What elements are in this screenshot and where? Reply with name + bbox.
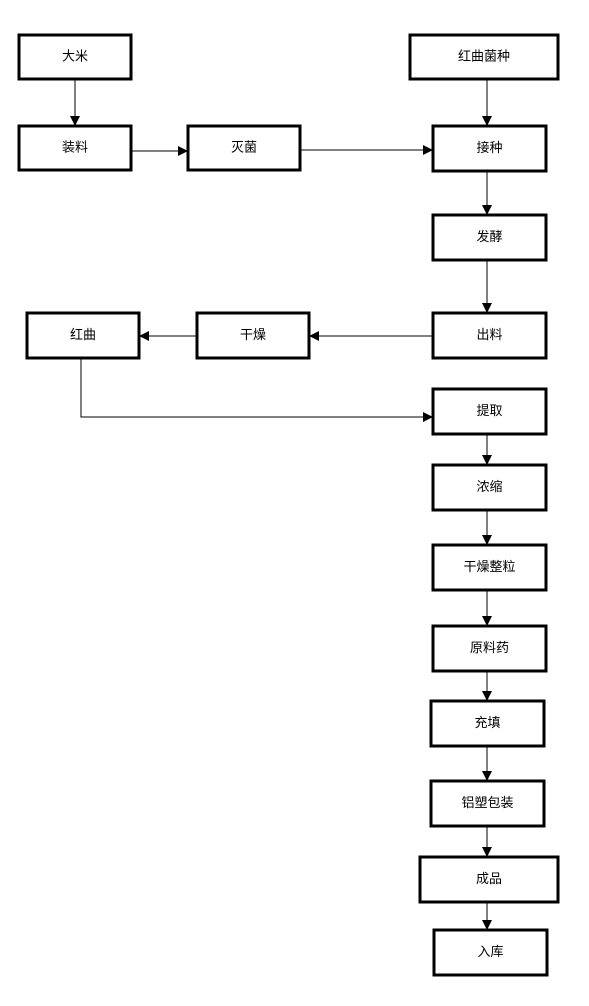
node-label-concentrate: 浓缩 [476, 479, 502, 495]
node-box-fill [429, 699, 546, 748]
node-concentrate: 浓缩 [431, 463, 548, 512]
node-label-product: 成品 [476, 872, 502, 887]
node-label-extract: 提取 [476, 403, 502, 419]
node-box-dry [195, 311, 311, 360]
node-rice: 大米 [17, 33, 133, 81]
node-box-extract [431, 387, 548, 436]
node-label-load: 装料 [62, 141, 88, 156]
node-label-strain: 红曲菌种 [458, 49, 510, 65]
node-ferment: 发酵 [431, 213, 548, 262]
node-box-load [17, 124, 133, 172]
node-dry-granulate: 干燥整粒 [431, 543, 548, 592]
node-box-sterilize [186, 124, 302, 172]
node-box-rice [17, 33, 133, 81]
node-raw-medicine: 原料药 [431, 624, 548, 673]
node-label-rice: 大米 [62, 50, 88, 65]
node-red-yeast: 红曲 [25, 311, 141, 360]
node-box-red-yeast [25, 311, 141, 360]
node-fill: 充填 [429, 699, 546, 748]
node-inoculate: 接种 [431, 124, 548, 173]
node-box-ferment [431, 213, 548, 262]
node-discharge: 出料 [431, 311, 548, 360]
node-label-sterilize: 灭菌 [231, 141, 257, 156]
node-label-raw-medicine: 原料药 [470, 641, 509, 656]
node-box-concentrate [431, 463, 548, 512]
node-dry: 干燥 [195, 311, 311, 360]
node-label-discharge: 出料 [476, 328, 502, 343]
edges-layer [70, 79, 492, 930]
node-strain: 红曲菌种 [408, 33, 560, 81]
node-box-discharge [431, 311, 548, 360]
node-box-blister-pack [429, 779, 546, 828]
node-label-fill: 充填 [474, 715, 500, 731]
node-blister-pack: 铝塑包装 [429, 779, 546, 828]
edge-red-yeast-to-extract [80, 358, 433, 422]
node-box-dry-granulate [431, 543, 548, 592]
node-box-strain [408, 33, 560, 81]
node-label-dry: 干燥 [240, 328, 266, 343]
node-sterilize: 灭菌 [186, 124, 302, 172]
node-box-storage [432, 928, 549, 977]
node-label-ferment: 发酵 [476, 229, 502, 245]
node-label-storage: 入库 [477, 944, 503, 960]
node-label-blister-pack: 铝塑包装 [461, 796, 513, 811]
node-box-inoculate [431, 124, 548, 173]
node-label-red-yeast: 红曲 [70, 327, 96, 343]
node-storage: 入库 [432, 928, 549, 977]
node-extract: 提取 [431, 387, 548, 436]
node-product: 成品 [418, 855, 560, 904]
node-label-inoculate: 接种 [476, 140, 502, 156]
node-label-dry-granulate: 干燥整粒 [463, 560, 515, 575]
node-box-product [418, 855, 560, 904]
node-load: 装料 [17, 124, 133, 172]
node-box-raw-medicine [431, 624, 548, 673]
